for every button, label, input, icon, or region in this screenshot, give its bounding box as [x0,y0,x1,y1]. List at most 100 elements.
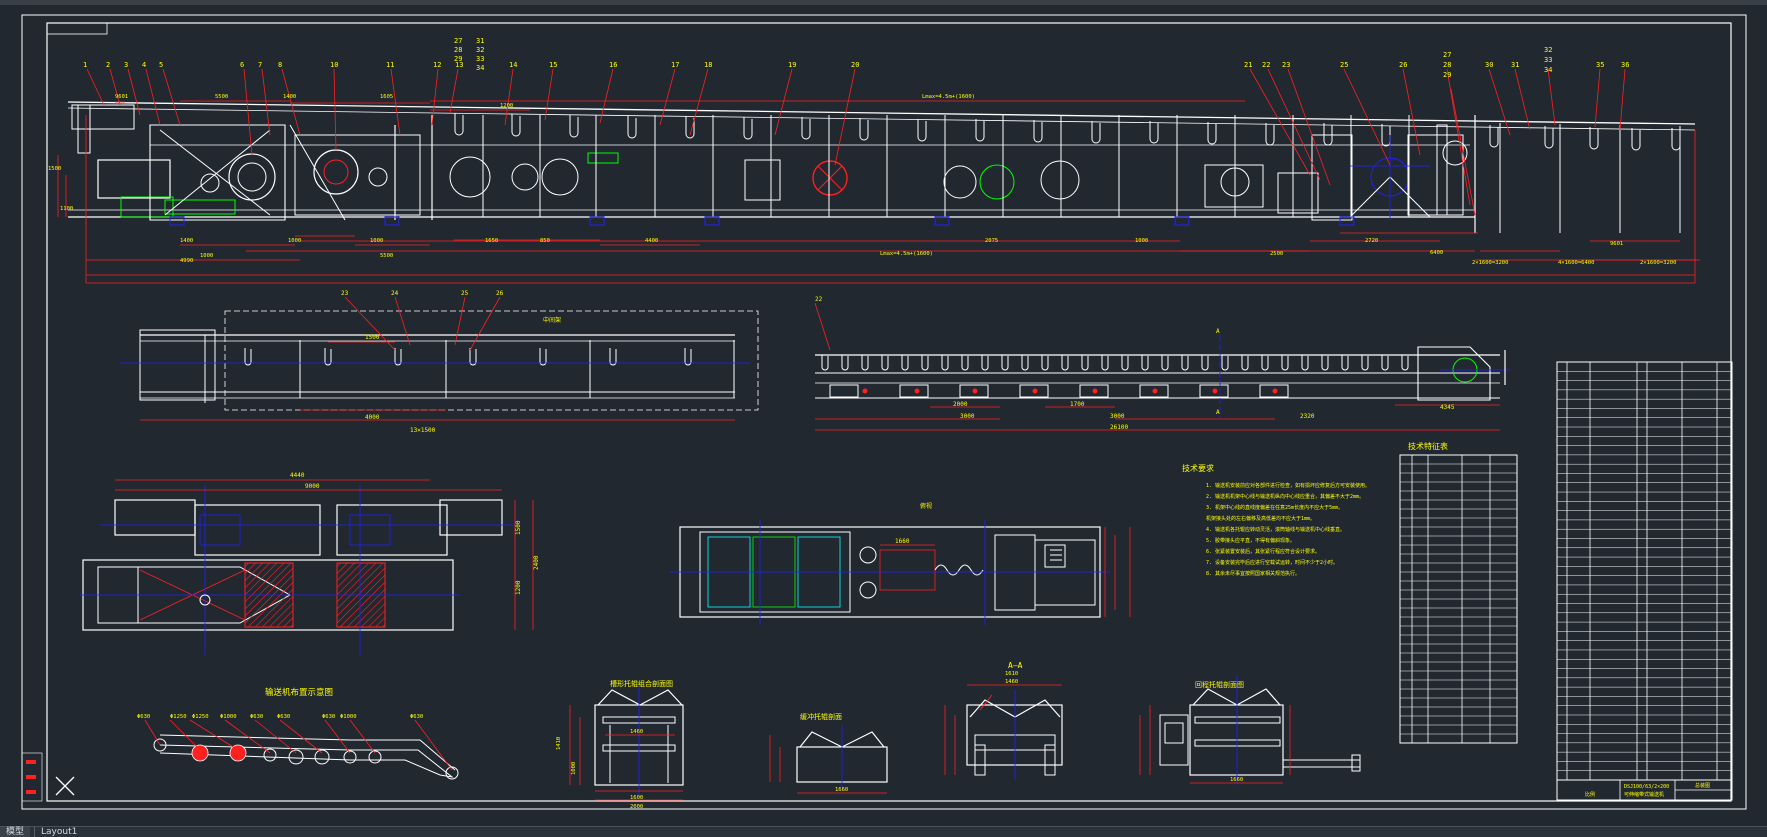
svg-text:28: 28 [454,46,462,54]
svg-text:1200: 1200 [515,580,522,595]
svg-text:A: A [1216,328,1220,335]
svg-text:4345: 4345 [1440,404,1455,411]
svg-text:1000: 1000 [288,238,301,244]
svg-text:29: 29 [1443,71,1451,79]
svg-text:8: 8 [278,61,282,69]
svg-text:25: 25 [1340,61,1348,69]
svg-text:10: 10 [330,61,338,69]
tech-note-3: 3. 机架中心线的直线度偏差在任意25m长度内不应大于5mm。 [1206,504,1343,511]
svg-text:16: 16 [609,61,617,69]
svg-text:29: 29 [454,55,462,63]
svg-text:4000: 4000 [365,414,380,421]
tech-note-9: 8. 其余未尽事宜按照国家相关规范执行。 [1206,570,1300,577]
svg-text:4×1600=6400: 4×1600=6400 [1558,260,1594,266]
svg-text:21: 21 [1244,61,1252,69]
svg-text:Φ1000: Φ1000 [340,714,357,720]
tech-table-title: 技术特征表 [1408,441,1448,451]
svg-text:27: 27 [454,37,462,45]
idler-section-3: 回程托辊剖面图 1660 [1139,675,1361,785]
svg-text:1600: 1600 [630,795,643,801]
title-block: DSJ100/63/2×200 可伸缩带式输送机 总装图 比例 [1556,779,1733,801]
svg-text:1605: 1605 [380,94,393,100]
svg-text:36: 36 [1621,61,1629,69]
svg-text:2: 2 [106,61,110,69]
svg-text:Φ1000: Φ1000 [220,714,237,720]
svg-text:1410: 1410 [556,737,562,750]
svg-text:2400: 2400 [533,555,540,570]
tech-note-6: 5. 胶带接头应平直，不得有偏斜现象。 [1206,537,1295,544]
svg-text:1660: 1660 [1230,777,1243,783]
svg-text:2075: 2075 [985,238,998,244]
svg-text:Φ1250: Φ1250 [192,714,209,720]
border-tag [46,22,108,35]
svg-text:32: 32 [1544,46,1552,54]
title-scale: 比例 [1585,791,1595,798]
svg-text:1: 1 [83,61,87,69]
svg-text:5500: 5500 [380,253,393,259]
svg-text:1500: 1500 [365,334,380,341]
tech-note-4: 机架接头处的左右偏移及高低差均不应大于1mm。 [1206,515,1315,522]
svg-text:35: 35 [1596,61,1604,69]
drawing-border-inner [46,22,1732,802]
svg-text:22: 22 [815,296,823,303]
svg-text:1660: 1660 [895,538,910,545]
svg-text:23: 23 [1282,61,1290,69]
svg-text:3: 3 [124,61,128,69]
svg-text:4990: 4990 [180,258,193,264]
svg-text:2×1600=3200: 2×1600=3200 [1472,260,1508,266]
title-bar [0,0,1767,5]
svg-text:19: 19 [788,61,796,69]
svg-text:2320: 2320 [1300,413,1315,420]
svg-text:1660: 1660 [835,787,848,793]
svg-text:13: 13 [455,61,463,69]
svg-text:31: 31 [476,37,484,45]
svg-text:17: 17 [671,61,679,69]
tab-model[interactable]: 模型 [0,827,31,837]
svg-text:26: 26 [1399,61,1407,69]
section-idler2-title: 缓冲托辊剖面 [800,712,842,721]
tail-drive-plan-view: 俯视 1660 [670,502,1131,625]
tech-note-7: 6. 张紧装置安装后，其张紧行程应符合设计要求。 [1206,548,1320,555]
svg-text:Φ630: Φ630 [322,714,335,720]
svg-text:1500: 1500 [48,166,61,172]
tech-notes-title: 技术要求 [1182,463,1214,473]
svg-text:1000: 1000 [200,253,213,259]
idler-section-2: 缓冲托辊剖面 1660 [769,712,888,794]
svg-text:3000: 3000 [1110,413,1125,420]
svg-text:A: A [1216,409,1220,416]
svg-text:Φ630: Φ630 [277,714,290,720]
svg-text:1610: 1610 [1005,671,1018,677]
title-name-line2: 可伸缩带式输送机 [1624,791,1664,798]
svg-text:俯视: 俯视 [920,502,932,510]
tab-layout1[interactable]: Layout1 [34,827,84,837]
svg-text:26100: 26100 [1110,424,1128,431]
svg-text:1400: 1400 [283,94,296,100]
svg-text:30: 30 [1485,61,1493,69]
svg-text:20: 20 [851,61,859,69]
section-idler1-title: 槽形托辊组合剖面图 [610,679,673,688]
svg-text:32: 32 [476,46,484,54]
svg-text:12: 12 [433,61,441,69]
svg-text:Φ630: Φ630 [410,714,423,720]
schematic-title: 输送机布置示意图 [265,687,333,698]
technical-notes: 技术要求 1. 输送机安装前应对各部件进行检查，如有损坏应修复后方可安装使用。 … [1182,463,1370,577]
svg-text:26: 26 [496,290,504,297]
svg-text:24: 24 [391,290,399,297]
section-idler3-title: 回程托辊剖面图 [1195,680,1244,689]
svg-text:34: 34 [1544,66,1552,74]
svg-text:Φ630: Φ630 [137,714,150,720]
svg-text:22: 22 [1262,61,1270,69]
svg-text:9000: 9000 [305,483,320,490]
svg-text:1100: 1100 [60,206,73,212]
svg-text:7: 7 [258,61,262,69]
tech-characteristics-table: 技术特征表 [1399,441,1518,744]
layout-tab-bar: 模型 Layout1 [0,826,1767,837]
tech-note-5: 4. 输送机各托辊应转动灵活，滚筒轴线与输送机中心线垂直。 [1206,526,1345,533]
svg-text:33: 33 [476,55,484,63]
svg-text:6: 6 [240,61,244,69]
